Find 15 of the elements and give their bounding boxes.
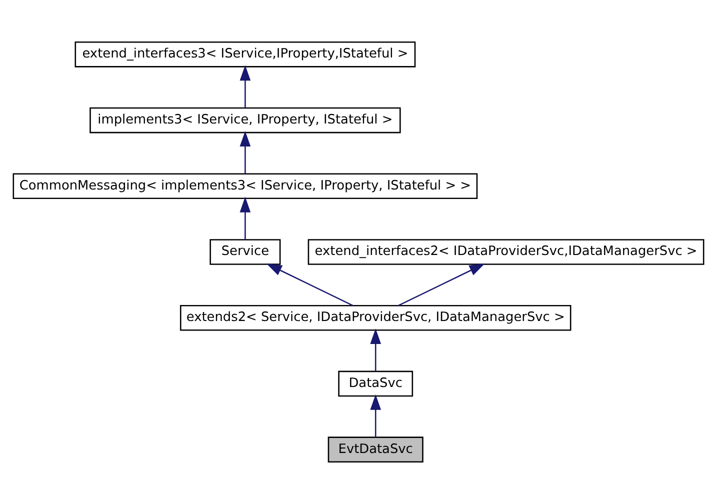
node-box: extends2< Service, IDataProviderSvc, IDataManagerSvc >: [180, 304, 572, 331]
arrow: [240, 65, 251, 108]
node-box: extend_interfaces3< IService,IProperty,IStateful >: [74, 42, 416, 68]
arrow: [240, 130, 251, 174]
node-box: extend_interfaces2< IDataProviderSvc,IDataManagerSvc >: [308, 239, 704, 265]
arrow: [370, 394, 382, 438]
node-box: Service: [210, 239, 281, 265]
arrow: [266, 264, 354, 306]
node-box: implements3< IService, IProperty, IStateful >: [90, 107, 401, 134]
arrow: [370, 328, 382, 372]
arrow: [240, 196, 251, 240]
arrow: [398, 264, 485, 306]
node-box: CommonMessaging< implements3< IService, IProperty, IStateful > >: [12, 173, 478, 200]
node-box: DataSvc: [338, 370, 414, 397]
node-box: EvtDataSvc: [328, 436, 424, 462]
